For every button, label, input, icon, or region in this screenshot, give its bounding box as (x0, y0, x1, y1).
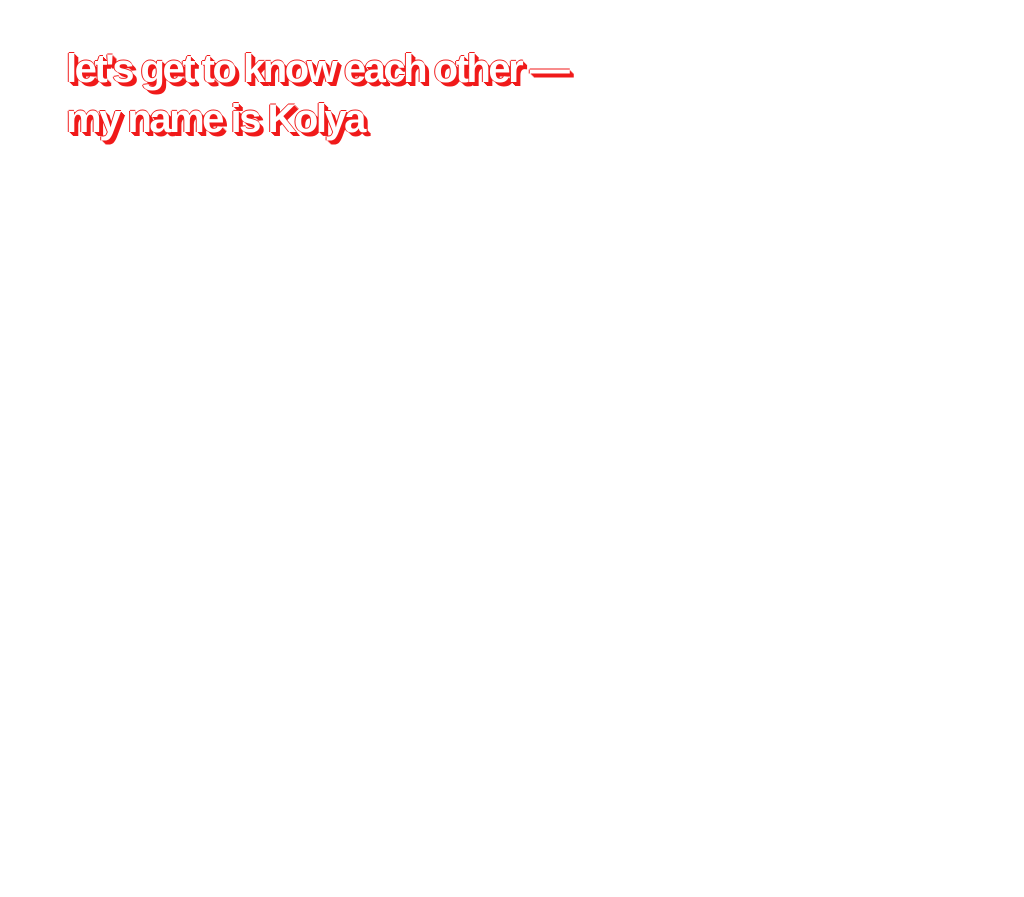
intro-headline: let's get to know each other — my name i… (66, 44, 746, 144)
intro-line-1: let's get to know each other — (66, 47, 570, 91)
intro-line-2: my name is Kolya (66, 97, 366, 141)
